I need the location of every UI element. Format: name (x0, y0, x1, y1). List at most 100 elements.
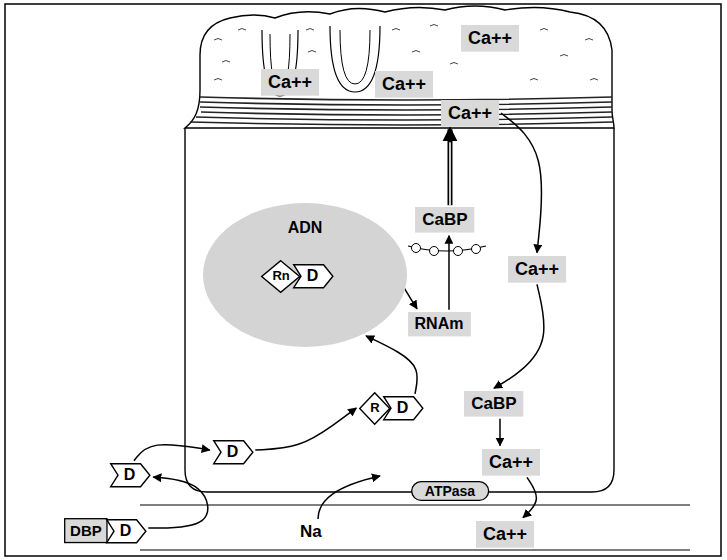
node-label: RNAm (415, 315, 464, 333)
ribosome (412, 244, 421, 253)
pentagon-outline (293, 264, 332, 287)
node-label: Ca++ (448, 103, 492, 124)
ion-label: Na (300, 522, 322, 542)
node-label: R (370, 401, 379, 416)
node-label: D (120, 522, 132, 540)
vessel-wall (140, 549, 690, 550)
pump-outline (412, 482, 489, 501)
node-label: Ca++ (468, 28, 512, 49)
box-fill (441, 100, 499, 127)
texture-mark (308, 51, 316, 53)
arrow-connector (494, 284, 544, 388)
binding-protein-box: DBP (64, 518, 108, 543)
box-fill (261, 69, 319, 96)
ion-box: Ca++ (461, 25, 519, 52)
node-label: Ca++ (382, 74, 426, 95)
pentagon-outline (213, 440, 252, 463)
crypt-line (330, 26, 380, 92)
arrow-connector (523, 477, 536, 517)
arrow-connector (255, 408, 356, 450)
brush-border (201, 112, 612, 115)
brush-border (196, 117, 612, 120)
node-label: D (397, 399, 409, 417)
ion-box: Ca++ (441, 100, 499, 127)
brush-border (200, 107, 612, 110)
node-label: Rn (272, 269, 289, 284)
node-label: D (227, 443, 239, 461)
node-label: Ca++ (483, 524, 527, 545)
frame (5, 4, 721, 556)
crypt-line (340, 30, 370, 84)
sodium-arrow (318, 476, 380, 519)
texture-mark (238, 29, 246, 31)
node-label: ADN (288, 219, 323, 237)
nucleus: ADN Rn D (203, 203, 407, 347)
ribosome (472, 245, 481, 254)
node-label: CaBP (422, 210, 467, 230)
box-fill (65, 519, 107, 543)
node-label: D (124, 466, 136, 484)
brush-border (190, 122, 613, 125)
vessel-wall (140, 504, 690, 505)
connector-inner (449, 142, 451, 205)
texture-mark (412, 51, 420, 53)
vitamin-pentagon: D (106, 519, 147, 543)
pentagon-outline (106, 519, 145, 542)
texture-mark (540, 29, 548, 31)
box-fill (508, 256, 566, 283)
pentagon-outline (383, 396, 422, 419)
microvilli (185, 6, 614, 128)
texture-mark (585, 39, 593, 41)
node-label: Ca++ (489, 452, 533, 473)
texture-mark (392, 29, 400, 31)
pentagon-outline (110, 463, 149, 486)
arrow-connector (448, 236, 450, 310)
vitamin-pentagon: D (293, 264, 334, 288)
arrow-connector (499, 419, 501, 446)
texture-mark (530, 79, 538, 81)
ion-box: Ca++ (261, 69, 319, 96)
box-fill (482, 449, 540, 476)
texture-mark (590, 79, 598, 81)
box-fill (464, 391, 523, 417)
arrow-connector (366, 336, 417, 394)
arrow-connector (501, 113, 542, 253)
ion-box: Ca++ (375, 71, 433, 98)
node-label: CaBP (471, 394, 516, 414)
texture-mark (450, 63, 458, 65)
vitamin-pentagon: D (213, 440, 254, 464)
cell-outline (185, 128, 614, 492)
protein-box: CaBP (464, 391, 523, 417)
nucleus-fill (203, 203, 407, 347)
box-fill (415, 207, 474, 233)
arrow-connector (134, 445, 210, 461)
box-fill (375, 71, 433, 98)
ribosome (430, 247, 439, 256)
node-label: DBP (70, 522, 102, 539)
node-label: D (307, 267, 319, 285)
brush-border (200, 102, 612, 105)
pump-lozenge: ATPasa (411, 481, 489, 501)
texture-mark (560, 55, 568, 57)
ion-box: Ca++ (508, 256, 566, 283)
arrow-connector (447, 129, 452, 205)
texture-mark (430, 25, 438, 27)
node-label: Ca++ (515, 259, 559, 280)
texture-mark (306, 29, 314, 31)
texture-mark (214, 39, 222, 41)
mrna-box: RNAm (408, 312, 471, 336)
texture-mark (214, 79, 222, 81)
box-fill (461, 25, 519, 52)
protein-box: CaBP (415, 207, 474, 233)
ribosome (454, 247, 463, 256)
box-fill (408, 312, 471, 336)
vitamin-pentagon: D (110, 463, 151, 487)
texture-mark (222, 61, 230, 63)
ion-box: Ca++ (482, 449, 540, 476)
ion-box: Ca++ (476, 521, 534, 548)
brush-border (200, 97, 612, 100)
arrow-connector (148, 477, 208, 528)
box-fill (476, 521, 534, 548)
